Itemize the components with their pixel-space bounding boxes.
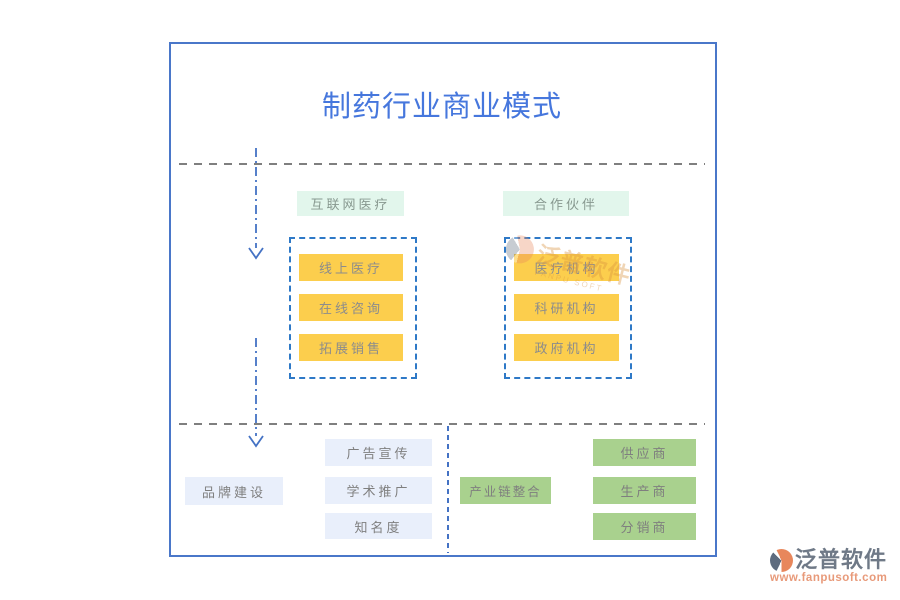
box-industry-chain: 产业链整合 bbox=[460, 477, 551, 504]
partners-header: 合作伙伴 bbox=[503, 191, 629, 216]
box-online-consult: 在线咨询 bbox=[299, 294, 403, 321]
box-medical-org: 医疗机构 bbox=[514, 254, 619, 281]
vendor-logo-icon bbox=[770, 548, 793, 572]
bottom-section-divider-line bbox=[179, 423, 705, 425]
vendor-logo: 泛普软件 www.fanpusoft.com bbox=[770, 548, 896, 584]
vendor-url: www.fanpusoft.com bbox=[770, 572, 888, 584]
box-research-org: 科研机构 bbox=[514, 294, 619, 321]
top-section-divider-line bbox=[179, 163, 705, 165]
box-government-org: 政府机构 bbox=[514, 334, 619, 361]
box-awareness: 知名度 bbox=[325, 513, 432, 539]
arrow-down-icon bbox=[248, 338, 264, 448]
internet-medical-group-box bbox=[289, 237, 417, 379]
box-academic-promo: 学术推广 bbox=[325, 477, 432, 504]
box-expand-sales: 拓展销售 bbox=[299, 334, 403, 361]
box-distributor: 分销商 bbox=[593, 513, 696, 540]
bottom-vertical-divider bbox=[447, 426, 449, 553]
vendor-name: 泛普软件 bbox=[795, 547, 888, 572]
box-online-medical: 线上医疗 bbox=[299, 254, 403, 281]
box-supplier: 供应商 bbox=[593, 439, 696, 466]
box-producer: 生产商 bbox=[593, 477, 696, 504]
diagram-frame bbox=[169, 42, 717, 557]
internet-medical-header: 互联网医疗 bbox=[297, 191, 404, 216]
diagram-title: 制药行业商业模式 bbox=[321, 91, 562, 123]
partners-group-box bbox=[504, 237, 632, 379]
arrow-down-icon bbox=[248, 148, 264, 260]
box-ad-promo: 广告宣传 bbox=[325, 439, 432, 466]
box-brand-building: 品牌建设 bbox=[185, 477, 283, 505]
